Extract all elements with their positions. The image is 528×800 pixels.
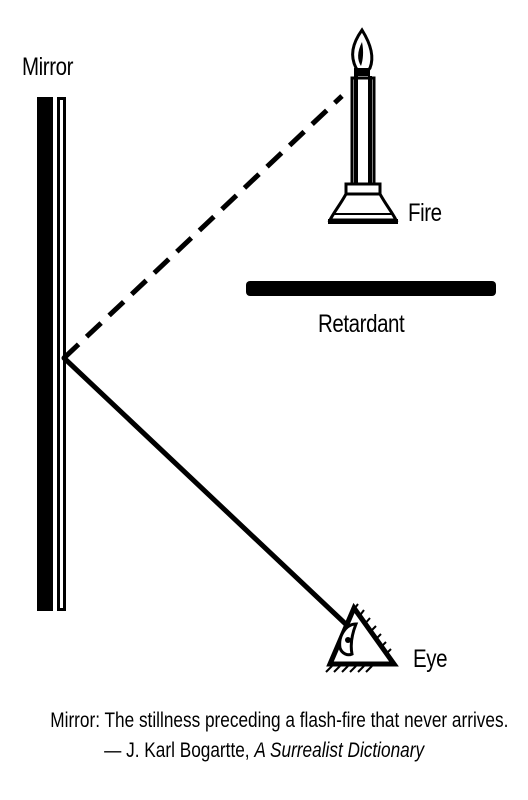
sight-line: [61, 355, 355, 633]
attribution-title: A Surrealist Dictionary: [254, 739, 424, 762]
retardant-barrier: [246, 281, 496, 296]
mirror-label: Mirror: [22, 53, 74, 81]
caption-definition: Mirror: The stillness preceding a flash-…: [50, 709, 509, 732]
caption-attribution: — J. Karl Bogartte, A Surrealist Diction…: [104, 736, 424, 766]
retardant-label: Retardant: [318, 310, 405, 338]
eye-label: Eye: [413, 645, 448, 673]
attribution-author: — J. Karl Bogartte,: [104, 739, 255, 762]
fire-label: Fire: [408, 199, 442, 227]
eye-icon: [325, 602, 399, 673]
mirror: [37, 97, 66, 611]
caption: Mirror: The stillness preceding a flash-…: [0, 706, 528, 766]
dashed-reflection-line: [62, 94, 344, 360]
candle-icon: [327, 27, 399, 224]
